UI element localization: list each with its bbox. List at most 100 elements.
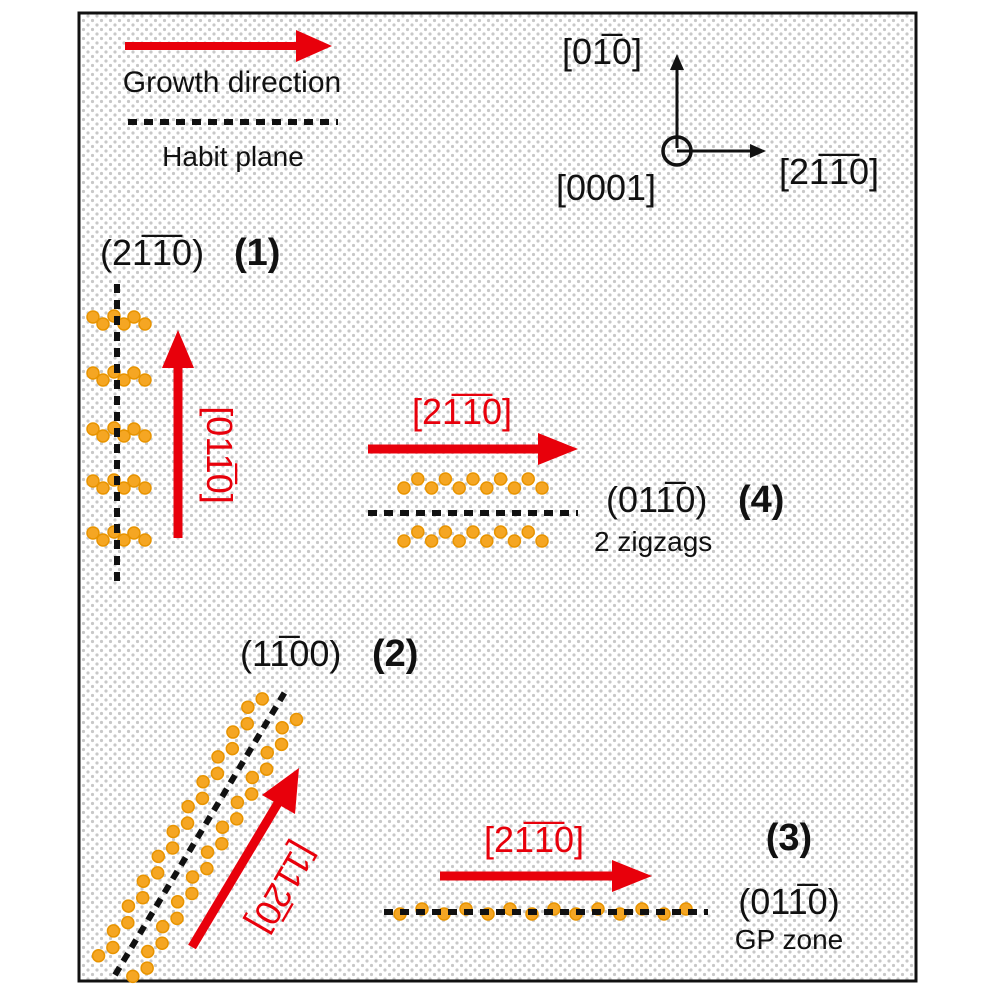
precipitate-1-growth-arrow-head xyxy=(162,330,194,368)
diagram-frame xyxy=(77,11,918,983)
atom xyxy=(185,886,199,901)
atom xyxy=(438,472,453,486)
atom xyxy=(397,534,411,548)
atom xyxy=(138,533,152,547)
dotted-background xyxy=(79,13,916,981)
atom xyxy=(452,481,466,495)
atom xyxy=(121,899,136,913)
atom xyxy=(245,770,260,785)
atom xyxy=(96,429,110,443)
atom xyxy=(240,716,255,731)
atom xyxy=(211,750,225,764)
precipitate-1-direction: [011̅0] xyxy=(199,406,240,503)
precipitate-3-note: GP zone xyxy=(735,924,843,955)
atom xyxy=(127,310,141,324)
atom xyxy=(507,534,522,548)
precipitate-4-number: (4) xyxy=(738,479,784,521)
atom xyxy=(480,534,494,548)
atom xyxy=(230,795,245,810)
atom xyxy=(196,775,210,789)
legend-growth-label: Growth direction xyxy=(123,66,341,99)
axis-center-label: [0001] xyxy=(556,167,656,208)
atom xyxy=(493,525,508,539)
atom xyxy=(241,700,255,714)
atom xyxy=(151,849,166,864)
atom xyxy=(86,422,100,436)
precipitate-3-growth-arrow-head xyxy=(612,860,652,892)
axis-out-of-plane-circle xyxy=(661,135,693,167)
precipitate-1-plane: (21̅1̅0) xyxy=(100,232,204,273)
axis-right-head xyxy=(750,144,766,158)
atom xyxy=(155,919,170,934)
atom xyxy=(165,841,180,855)
atom xyxy=(438,525,453,539)
atom xyxy=(200,861,214,876)
atom xyxy=(535,534,549,548)
atom xyxy=(86,310,100,324)
atom xyxy=(195,791,210,806)
atom xyxy=(135,891,150,905)
atom xyxy=(200,845,215,859)
atom xyxy=(166,824,180,839)
atom xyxy=(140,961,154,975)
precipitate-3-number: (3) xyxy=(766,817,812,859)
atom xyxy=(180,816,195,830)
atom xyxy=(507,481,522,495)
axis-right-label: [21̅1̅0] xyxy=(779,151,879,192)
atom xyxy=(255,692,269,706)
atom xyxy=(127,526,141,540)
atom xyxy=(521,472,535,486)
atom xyxy=(411,525,425,539)
atom xyxy=(141,944,155,959)
atom xyxy=(466,472,480,486)
atom xyxy=(106,940,120,955)
atom xyxy=(215,837,229,851)
atom xyxy=(215,820,230,834)
atom xyxy=(210,766,225,781)
atom xyxy=(466,525,480,539)
precipitate-2-habit-line xyxy=(112,690,288,977)
atom xyxy=(136,874,151,888)
atom xyxy=(138,317,152,331)
atom xyxy=(96,481,110,495)
atom xyxy=(480,481,494,495)
atom xyxy=(127,366,141,380)
axis-up-head xyxy=(670,54,684,70)
atom xyxy=(170,895,185,909)
atom xyxy=(86,474,100,488)
atom xyxy=(424,534,439,548)
atom xyxy=(230,812,244,826)
atom xyxy=(225,741,240,756)
atom xyxy=(226,725,240,739)
atom xyxy=(138,481,152,495)
atom xyxy=(138,429,152,443)
atom xyxy=(127,422,141,436)
precipitate-3: (3) [21̅1̅0] (011̅0) GP zone xyxy=(384,817,843,955)
atom xyxy=(275,721,289,735)
precipitate-2-atoms xyxy=(91,692,304,984)
atom xyxy=(274,737,289,752)
atom xyxy=(127,474,141,488)
atom xyxy=(244,787,259,801)
precipitate-3-direction: [21̅1̅0] xyxy=(484,819,584,860)
atom xyxy=(185,870,200,884)
atom xyxy=(535,481,549,495)
precipitate-4: [21̅1̅0] (011̅0) (4) 2 zigzags xyxy=(368,391,784,557)
atom xyxy=(521,525,535,539)
atom xyxy=(91,949,106,963)
precipitate-1: (21̅1̅0) (1) [011̅0] xyxy=(86,232,280,584)
precipitate-1-number: (1) xyxy=(234,232,280,274)
atom xyxy=(397,481,411,495)
atom xyxy=(96,317,110,331)
precipitate-4-growth-arrow-head xyxy=(538,433,578,465)
atom xyxy=(424,481,439,495)
atom xyxy=(493,472,508,486)
precipitate-2-growth-arrow-shaft xyxy=(188,800,282,950)
atom xyxy=(138,373,152,387)
precipitate-4-plane: (011̅0) xyxy=(606,479,707,520)
atom xyxy=(259,762,274,776)
atom xyxy=(126,969,140,984)
atom xyxy=(452,534,466,548)
precipitate-2-number: (2) xyxy=(372,633,418,675)
